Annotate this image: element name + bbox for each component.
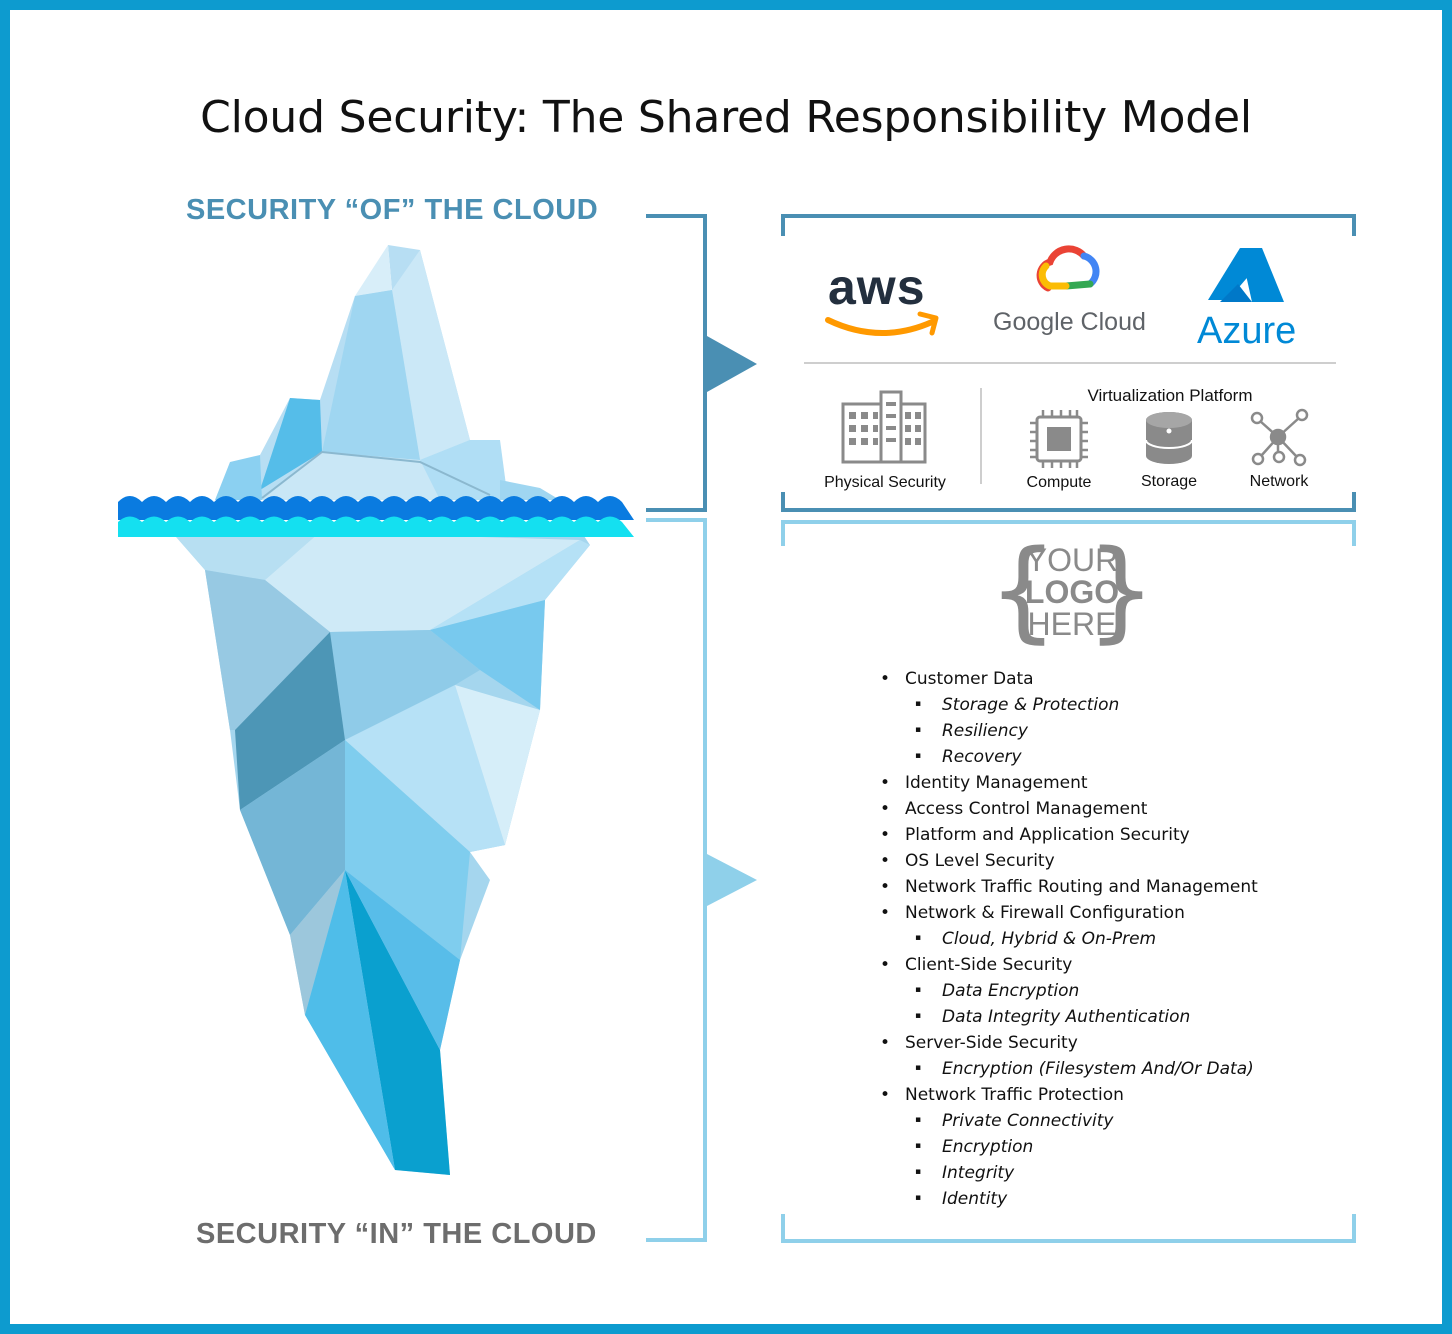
list-item: Customer Data <box>878 666 1258 692</box>
aws-logo: aws <box>828 259 926 315</box>
page-title: Cloud Security: The Shared Responsibilit… <box>200 92 1252 143</box>
sub-list-item: Encryption <box>878 1133 1258 1160</box>
aws-smile-icon <box>825 311 939 336</box>
list-item: Network Traffic Routing and Management <box>878 874 1258 900</box>
list-item: Identity Management <box>878 770 1258 796</box>
building-icon <box>841 390 927 464</box>
logo-line-3: HERE <box>1027 606 1117 642</box>
sub-list-item: Cloud, Hybrid & On-Prem <box>878 925 1258 952</box>
list-item: Network & Firewall Configuration <box>878 900 1258 926</box>
google-cloud-icon <box>1036 245 1100 292</box>
sub-list-item: Storage & Protection <box>878 691 1258 718</box>
storage-label: Storage <box>1140 473 1198 490</box>
left-brace-icon: { <box>988 526 1058 654</box>
iceberg-tip <box>215 245 560 500</box>
bracket-of-cloud <box>646 214 757 512</box>
compute-chip-icon <box>1030 410 1088 468</box>
provider-panel-border <box>781 214 1356 512</box>
compute-label: Compute <box>1026 474 1092 491</box>
sub-list-item: Resiliency <box>878 717 1258 744</box>
google-cloud-logo: Google Cloud <box>993 308 1146 336</box>
sub-list-item: Recovery <box>878 743 1258 770</box>
list-item: Access Control Management <box>878 796 1258 822</box>
list-item: Client-Side Security <box>878 952 1258 978</box>
network-label: Network <box>1249 473 1309 490</box>
iceberg-underwater <box>170 530 590 1175</box>
network-nodes-icon <box>1250 408 1309 467</box>
virtualization-platform-label: Virtualization Platform <box>1087 386 1253 405</box>
sub-list-item: Private Connectivity <box>878 1107 1258 1134</box>
sub-list-item: Identity <box>878 1185 1258 1212</box>
sub-list-item: Encryption (Filesystem And/Or Data) <box>878 1055 1258 1082</box>
list-item: Platform and Application Security <box>878 822 1258 848</box>
water-line <box>118 496 634 537</box>
right-brace-icon: } <box>1086 526 1156 654</box>
sub-list-item: Data Integrity Authentication <box>878 1003 1258 1030</box>
physical-security-label: Physical Security <box>824 474 946 491</box>
list-item: Network Traffic Protection <box>878 1082 1258 1108</box>
security-in-cloud-label: SECURITY “IN” THE CLOUD <box>196 1218 597 1250</box>
bracket-in-cloud <box>646 518 757 1242</box>
logo-line-1: YOUR <box>1025 542 1119 578</box>
sub-list-item: Integrity <box>878 1159 1258 1186</box>
logo-placeholder: { } YOUR LOGO HERE <box>988 535 1156 648</box>
azure-logo: Azure <box>1197 310 1297 352</box>
list-item: Server-Side Security <box>878 1030 1258 1056</box>
sub-list-item: Data Encryption <box>878 977 1258 1004</box>
azure-icon <box>1208 248 1284 302</box>
logo-line-2: LOGO <box>1024 574 1120 610</box>
list-item: OS Level Security <box>878 848 1258 874</box>
customer-responsibilities-list: Customer Data Storage & Protection Resil… <box>878 666 1258 1212</box>
storage-disk-icon <box>1145 412 1193 464</box>
security-of-cloud-label: SECURITY “OF” THE CLOUD <box>186 194 599 226</box>
customer-panel-border <box>781 520 1356 1243</box>
